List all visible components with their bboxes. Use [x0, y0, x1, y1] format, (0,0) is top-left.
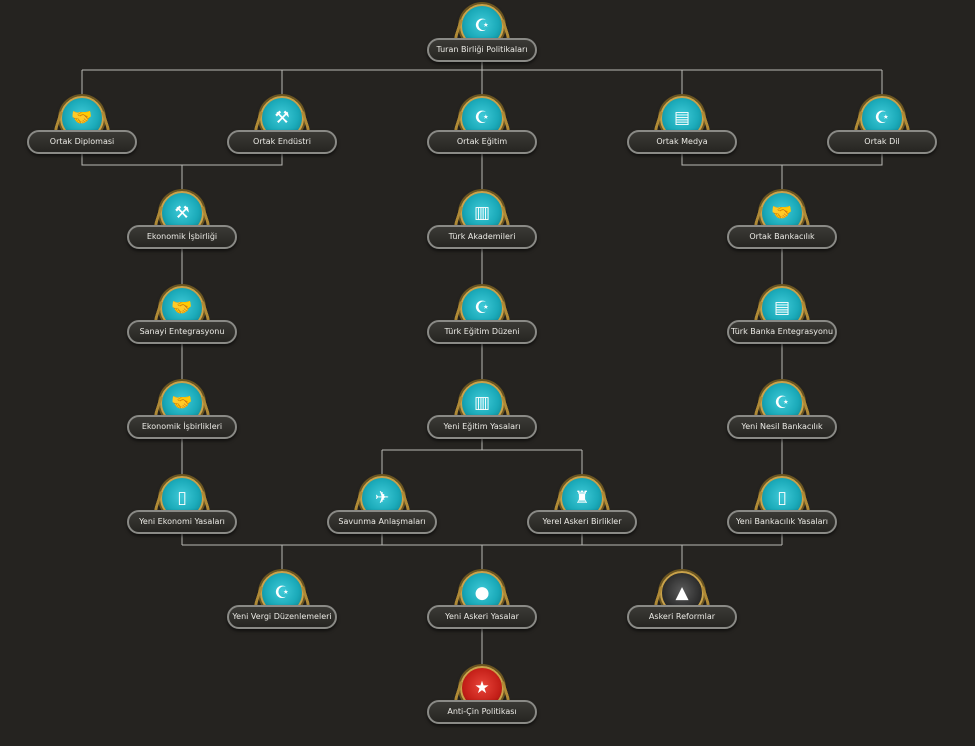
focus-node-yeni-ekonomi-yasalari[interactable]: ▯ Yeni Ekonomi Yasaları — [127, 476, 237, 556]
focus-node-askeri-reformlar[interactable]: ▲ Askeri Reformlar — [627, 571, 737, 651]
focus-node-ortak-egitim[interactable]: ☪ Ortak Eğitim — [427, 96, 537, 176]
focus-label: Yeni Eğitim Yasaları — [427, 415, 537, 439]
focus-label: Askeri Reformlar — [627, 605, 737, 629]
focus-label: Ortak Eğitim — [427, 130, 537, 154]
focus-node-ortak-medya[interactable]: ▤ Ortak Medya — [627, 96, 737, 176]
focus-label: Yeni Bankacılık Yasaları — [727, 510, 837, 534]
focus-label: Yeni Ekonomi Yasaları — [127, 510, 237, 534]
focus-label: Yeni Nesil Bankacılık — [727, 415, 837, 439]
focus-label: Ortak Diplomasi — [27, 130, 137, 154]
focus-label: Ekonomik İşbirlikleri — [127, 415, 237, 439]
focus-node-ekonomik-isbirligi[interactable]: ⚒ Ekonomik İşbirliği — [127, 191, 237, 271]
focus-node-ortak-bankacilik[interactable]: 🤝 Ortak Bankacılık — [727, 191, 837, 271]
focus-label: Ekonomik İşbirliği — [127, 225, 237, 249]
focus-node-yerel-askeri-birlikler[interactable]: ♜ Yerel Askeri Birlikler — [527, 476, 637, 556]
focus-node-anti-cin-politikasi[interactable]: ★ Anti-Çin Politikası — [427, 666, 537, 746]
focus-label: Ortak Endüstri — [227, 130, 337, 154]
focus-node-yeni-bankacilik-yasalari[interactable]: ▯ Yeni Bankacılık Yasaları — [727, 476, 837, 556]
focus-node-ekonomik-isbirlikleri[interactable]: 🤝 Ekonomik İşbirlikleri — [127, 381, 237, 461]
focus-label: Ortak Medya — [627, 130, 737, 154]
focus-label: Turan Birliği Politikaları — [427, 38, 537, 62]
focus-node-turk-akademileri[interactable]: ▥ Türk Akademileri — [427, 191, 537, 271]
focus-node-yeni-vergi-duzenlemeleri[interactable]: ☪ Yeni Vergi Düzenlemeleri — [227, 571, 337, 651]
focus-node-turan-birligi-politikalari[interactable]: ☪ Turan Birliği Politikaları — [427, 4, 537, 84]
focus-node-turk-egitim-duzeni[interactable]: ☪ Türk Eğitim Düzeni — [427, 286, 537, 366]
focus-node-ortak-endustri[interactable]: ⚒ Ortak Endüstri — [227, 96, 337, 176]
focus-node-turk-banka-entegrasyonu[interactable]: ▤ Türk Banka Entegrasyonu — [727, 286, 837, 366]
focus-label: Türk Eğitim Düzeni — [427, 320, 537, 344]
focus-label: Sanayi Entegrasyonu — [127, 320, 237, 344]
focus-node-yeni-nesil-bankacilik[interactable]: ☪ Yeni Nesil Bankacılık — [727, 381, 837, 461]
focus-node-savunma-anlasmalari[interactable]: ✈ Savunma Anlaşmaları — [327, 476, 437, 556]
focus-label: Ortak Dil — [827, 130, 937, 154]
focus-label: Yerel Askeri Birlikler — [527, 510, 637, 534]
focus-node-ortak-dil[interactable]: ☪ Ortak Dil — [827, 96, 937, 176]
focus-label: Yeni Vergi Düzenlemeleri — [227, 605, 337, 629]
focus-node-yeni-egitim-yasalari[interactable]: ▥ Yeni Eğitim Yasaları — [427, 381, 537, 461]
focus-node-ortak-diplomasi[interactable]: 🤝 Ortak Diplomasi — [27, 96, 137, 176]
focus-label: Savunma Anlaşmaları — [327, 510, 437, 534]
focus-label: Anti-Çin Politikası — [427, 700, 537, 724]
focus-node-sanayi-entegrasyonu[interactable]: 🤝 Sanayi Entegrasyonu — [127, 286, 237, 366]
focus-tree-connectors — [81, 60, 883, 670]
focus-node-yeni-askeri-yasalar[interactable]: ● Yeni Askeri Yasalar — [427, 571, 537, 651]
focus-label: Türk Banka Entegrasyonu — [727, 320, 837, 344]
focus-label: Ortak Bankacılık — [727, 225, 837, 249]
focus-label: Türk Akademileri — [427, 225, 537, 249]
focus-label: Yeni Askeri Yasalar — [427, 605, 537, 629]
